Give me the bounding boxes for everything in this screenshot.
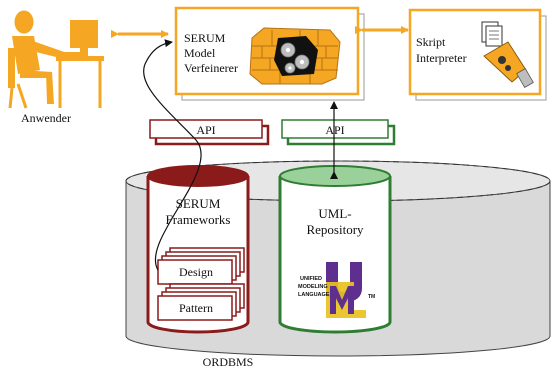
api-right-label: API	[325, 123, 344, 137]
uml-tm: TM	[368, 294, 375, 300]
design-label: Design	[179, 265, 213, 279]
uml-logo-icon	[326, 262, 366, 318]
database-label: ORDBMS	[203, 355, 254, 369]
uml-word2: MODELING	[298, 284, 328, 290]
documents-funnel-icon	[481, 21, 534, 88]
script-line1: Skript	[416, 35, 446, 49]
brick-wall-gears-icon	[249, 27, 341, 85]
api-left-box	[149, 119, 270, 146]
refiner-line3: Verfeinerer	[184, 61, 238, 75]
frameworks-line1: SERUM	[176, 196, 221, 211]
pattern-card-stack	[157, 283, 245, 321]
pattern-label: Pattern	[179, 301, 213, 315]
design-to-refiner-connector	[143, 39, 202, 271]
user-label: Anwender	[21, 111, 71, 125]
repository-line1: UML-	[318, 206, 351, 221]
refiner-line1: SERUM	[184, 31, 226, 45]
uml-word3: LANGUAGE	[298, 292, 330, 298]
repository-line2: Repository	[306, 222, 364, 237]
design-card-stack	[157, 247, 245, 285]
user-at-computer-icon	[8, 10, 104, 109]
api-left-label: API	[196, 123, 215, 137]
uml-word1: UNIFIED	[300, 276, 322, 282]
script-interpreter-box	[408, 8, 547, 101]
script-line2: Interpreter	[416, 51, 467, 65]
refiner-line2: Model	[184, 46, 216, 60]
frameworks-line2: Frameworks	[166, 212, 231, 227]
